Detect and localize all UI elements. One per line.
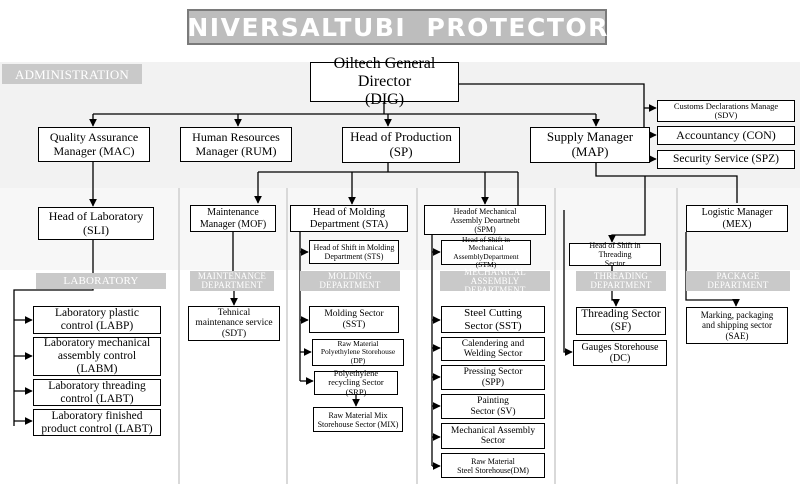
box-head-of-laboratory: Head of Laboratory (SLI) (38, 207, 154, 240)
box-marking-packaging-shipping: Marking, packaging and shipping sector (… (686, 307, 788, 344)
section-label-molding: MOLDING DEPARTMENT (300, 271, 400, 291)
column-separator (676, 188, 678, 484)
box-supply-manager: Supply Manager (MAP) (530, 127, 650, 163)
box-polyethylene-storehouse: Raw Material Polyethylene Storehouse (DP… (312, 339, 404, 366)
box-logistic-manager: Logistic Manager (MEX) (686, 205, 788, 232)
section-label-threading: THREADING DEPARTMENT (576, 271, 666, 291)
box-lab-threading-control: Laboratory threading control (LABT) (33, 379, 161, 406)
box-pressing-sector: Pressing Sector (SPP) (441, 365, 545, 390)
section-label-laboratory: LABORATORY (36, 273, 166, 289)
box-head-of-shift-mechanical: Head of Shift in Mechanical AssemblyDepa… (441, 235, 531, 268)
box-head-of-molding: Head of Molding Department (STA) (290, 205, 408, 232)
box-gauges-storehouse: Gauges Storehouse (DC) (573, 340, 667, 366)
box-customs-declarations: Customs Declarations Manage (SDV) (657, 100, 795, 122)
section-label-maintenance: MAINTENANCE DEPARTMENT (190, 271, 274, 291)
box-mechanical-assembly-sector: Mechanical Assembly Sector (441, 423, 545, 449)
box-technical-maintenance: Tehnical maintenance service (SDT) (188, 306, 280, 341)
section-label-administration: ADMINISTRATION (2, 64, 142, 84)
title-text: UNIVERSALTUBI PROTECTORS (165, 12, 629, 42)
section-label-mechanical: MECHANICAL ASSEMBLY DEPARTMENT (440, 267, 550, 294)
box-security-service: Security Service (SPZ) (657, 150, 795, 169)
box-threading-sector: Threading Sector (SF) (576, 307, 666, 335)
box-steel-storehouse: Raw Material Steel Storehouse(DM) (441, 453, 545, 478)
box-painting-sector: Painting Sector (SV) (441, 394, 545, 419)
box-lab-mechanical-control: Laboratory mechanical assembly control (… (33, 337, 161, 376)
box-calendering-welding: Calendering and Welding Sector (441, 337, 545, 361)
box-head-of-production: Head of Production (SP) (342, 127, 460, 163)
box-steel-cutting-sector: Steel Cutting Sector (SST) (441, 306, 545, 333)
box-molding-sector: Molding Sector (SST) (309, 306, 399, 333)
box-lab-plastic-control: Laboratory plastic control (LABP) (33, 306, 161, 334)
box-raw-material-mix: Raw Material Mix Storehouse Sector (MIX) (313, 407, 403, 432)
box-quality-assurance-manager: Quality Assurance Manager (MAC) (38, 127, 150, 162)
column-separator (286, 188, 288, 484)
box-maintenance-manager: Maintenance Manager (MOF) (190, 205, 276, 232)
column-separator (178, 188, 180, 484)
box-accountancy: Accountancy (CON) (657, 126, 795, 145)
column-separator (416, 188, 418, 484)
box-head-of-mechanical-assembly: Headof Mechanical Assembly Deoartnebt (S… (424, 205, 546, 235)
box-polyethylene-recycling: Polyethylene recycling Sector (SRP) (314, 368, 398, 397)
box-human-resources-manager: Human Resources Manager (RUM) (180, 127, 292, 162)
box-lab-finished-product-control: Laboratory finished product control (LAB… (33, 409, 161, 436)
title-banner: UNIVERSALTUBI PROTECTORS (166, 9, 627, 45)
section-label-package: PACKAGE DEPARTMENT (686, 271, 790, 291)
box-general-director: Oiltech General Director (DIG) (310, 55, 459, 108)
box-head-of-shift-molding: Head of Shift in Molding Department (STS… (309, 240, 399, 264)
box-head-of-shift-threading: Head of Shift in Threading Sector (569, 241, 661, 268)
column-separator (554, 188, 556, 484)
